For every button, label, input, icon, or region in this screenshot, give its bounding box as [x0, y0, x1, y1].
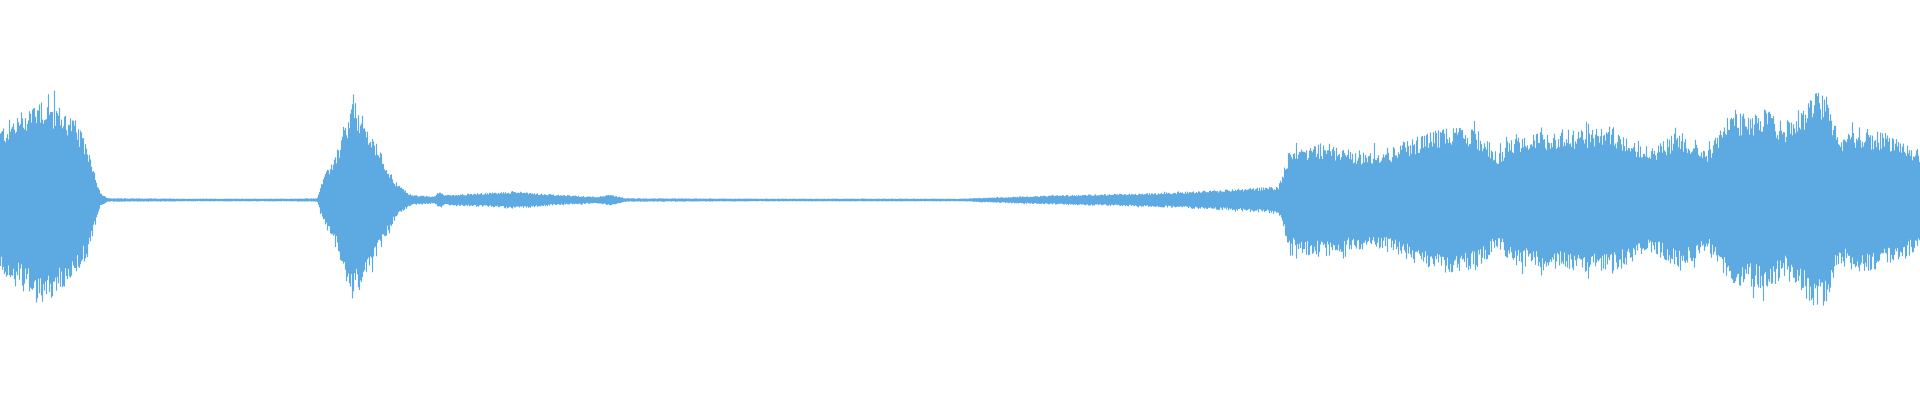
waveform-samples [0, 90, 1920, 306]
